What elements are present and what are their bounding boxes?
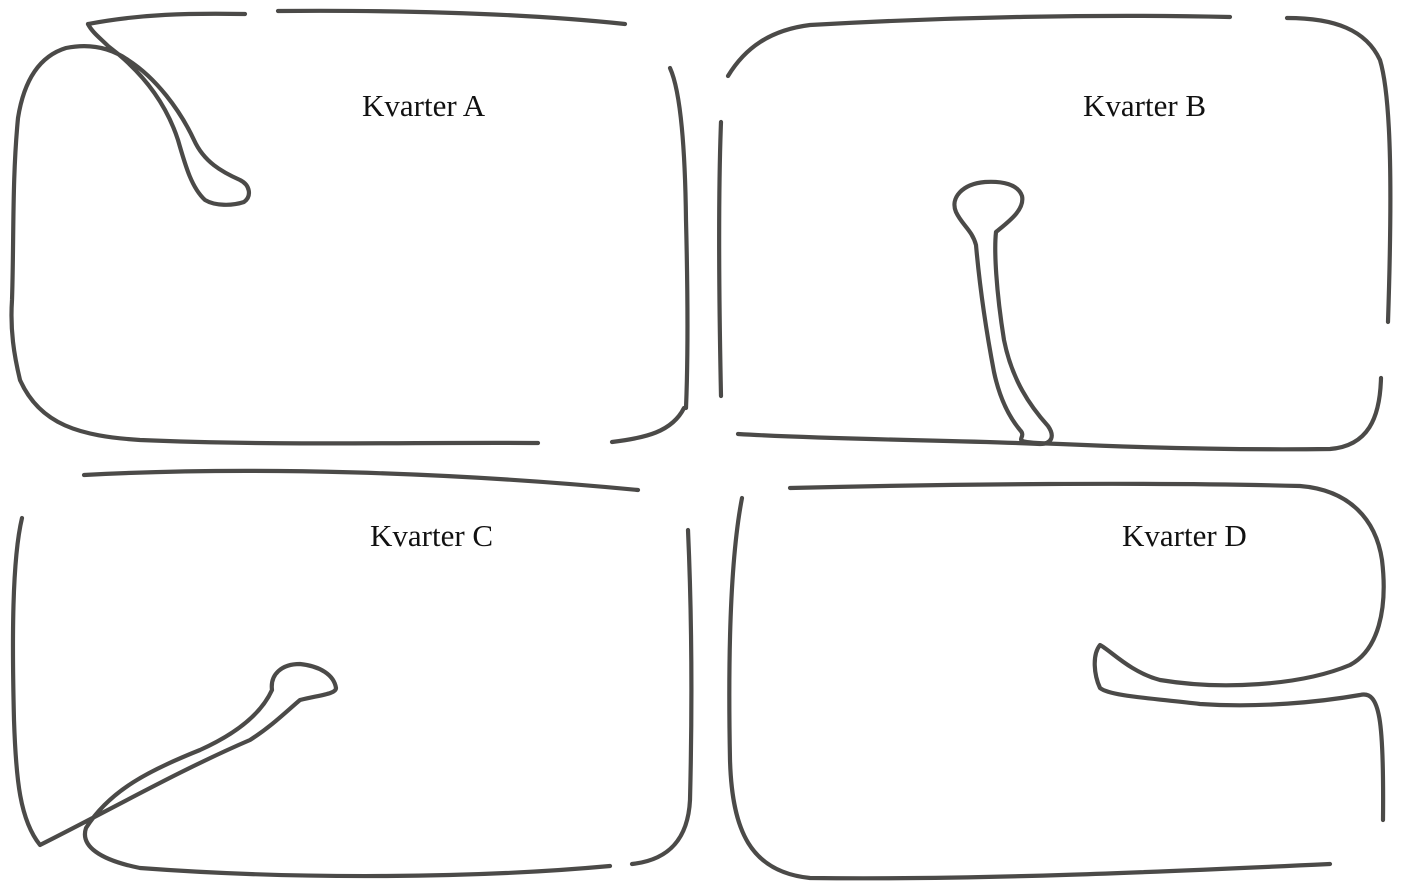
block-a-cul-de-sac [11,24,538,443]
block-a-outline-top-right [278,11,625,24]
block-a: Kvarter A [11,11,687,444]
block-b-cul-de-sac [738,182,1381,449]
block-b-outline-right [1287,18,1390,322]
block-a-outline-bottom-right [612,408,684,442]
block-d: Kvarter D [729,484,1383,878]
block-a-outline-right [670,68,688,408]
block-a-outline-top-left [88,14,245,24]
block-c-label: Kvarter C [370,518,493,553]
block-b: Kvarter B [719,16,1390,449]
block-b-outline-top [728,16,1230,76]
block-c-outline-right [632,530,691,864]
block-c-cul-de-sac [13,518,610,876]
block-d-label: Kvarter D [1122,518,1247,553]
block-c: Kvarter C [13,471,691,876]
block-d-outline-left-bottom [729,498,1330,878]
block-b-outline-left [719,122,721,396]
block-d-cul-de-sac [790,484,1384,820]
block-a-label: Kvarter A [362,88,486,123]
block-c-outline-top [84,471,638,490]
block-b-label: Kvarter B [1083,88,1206,123]
